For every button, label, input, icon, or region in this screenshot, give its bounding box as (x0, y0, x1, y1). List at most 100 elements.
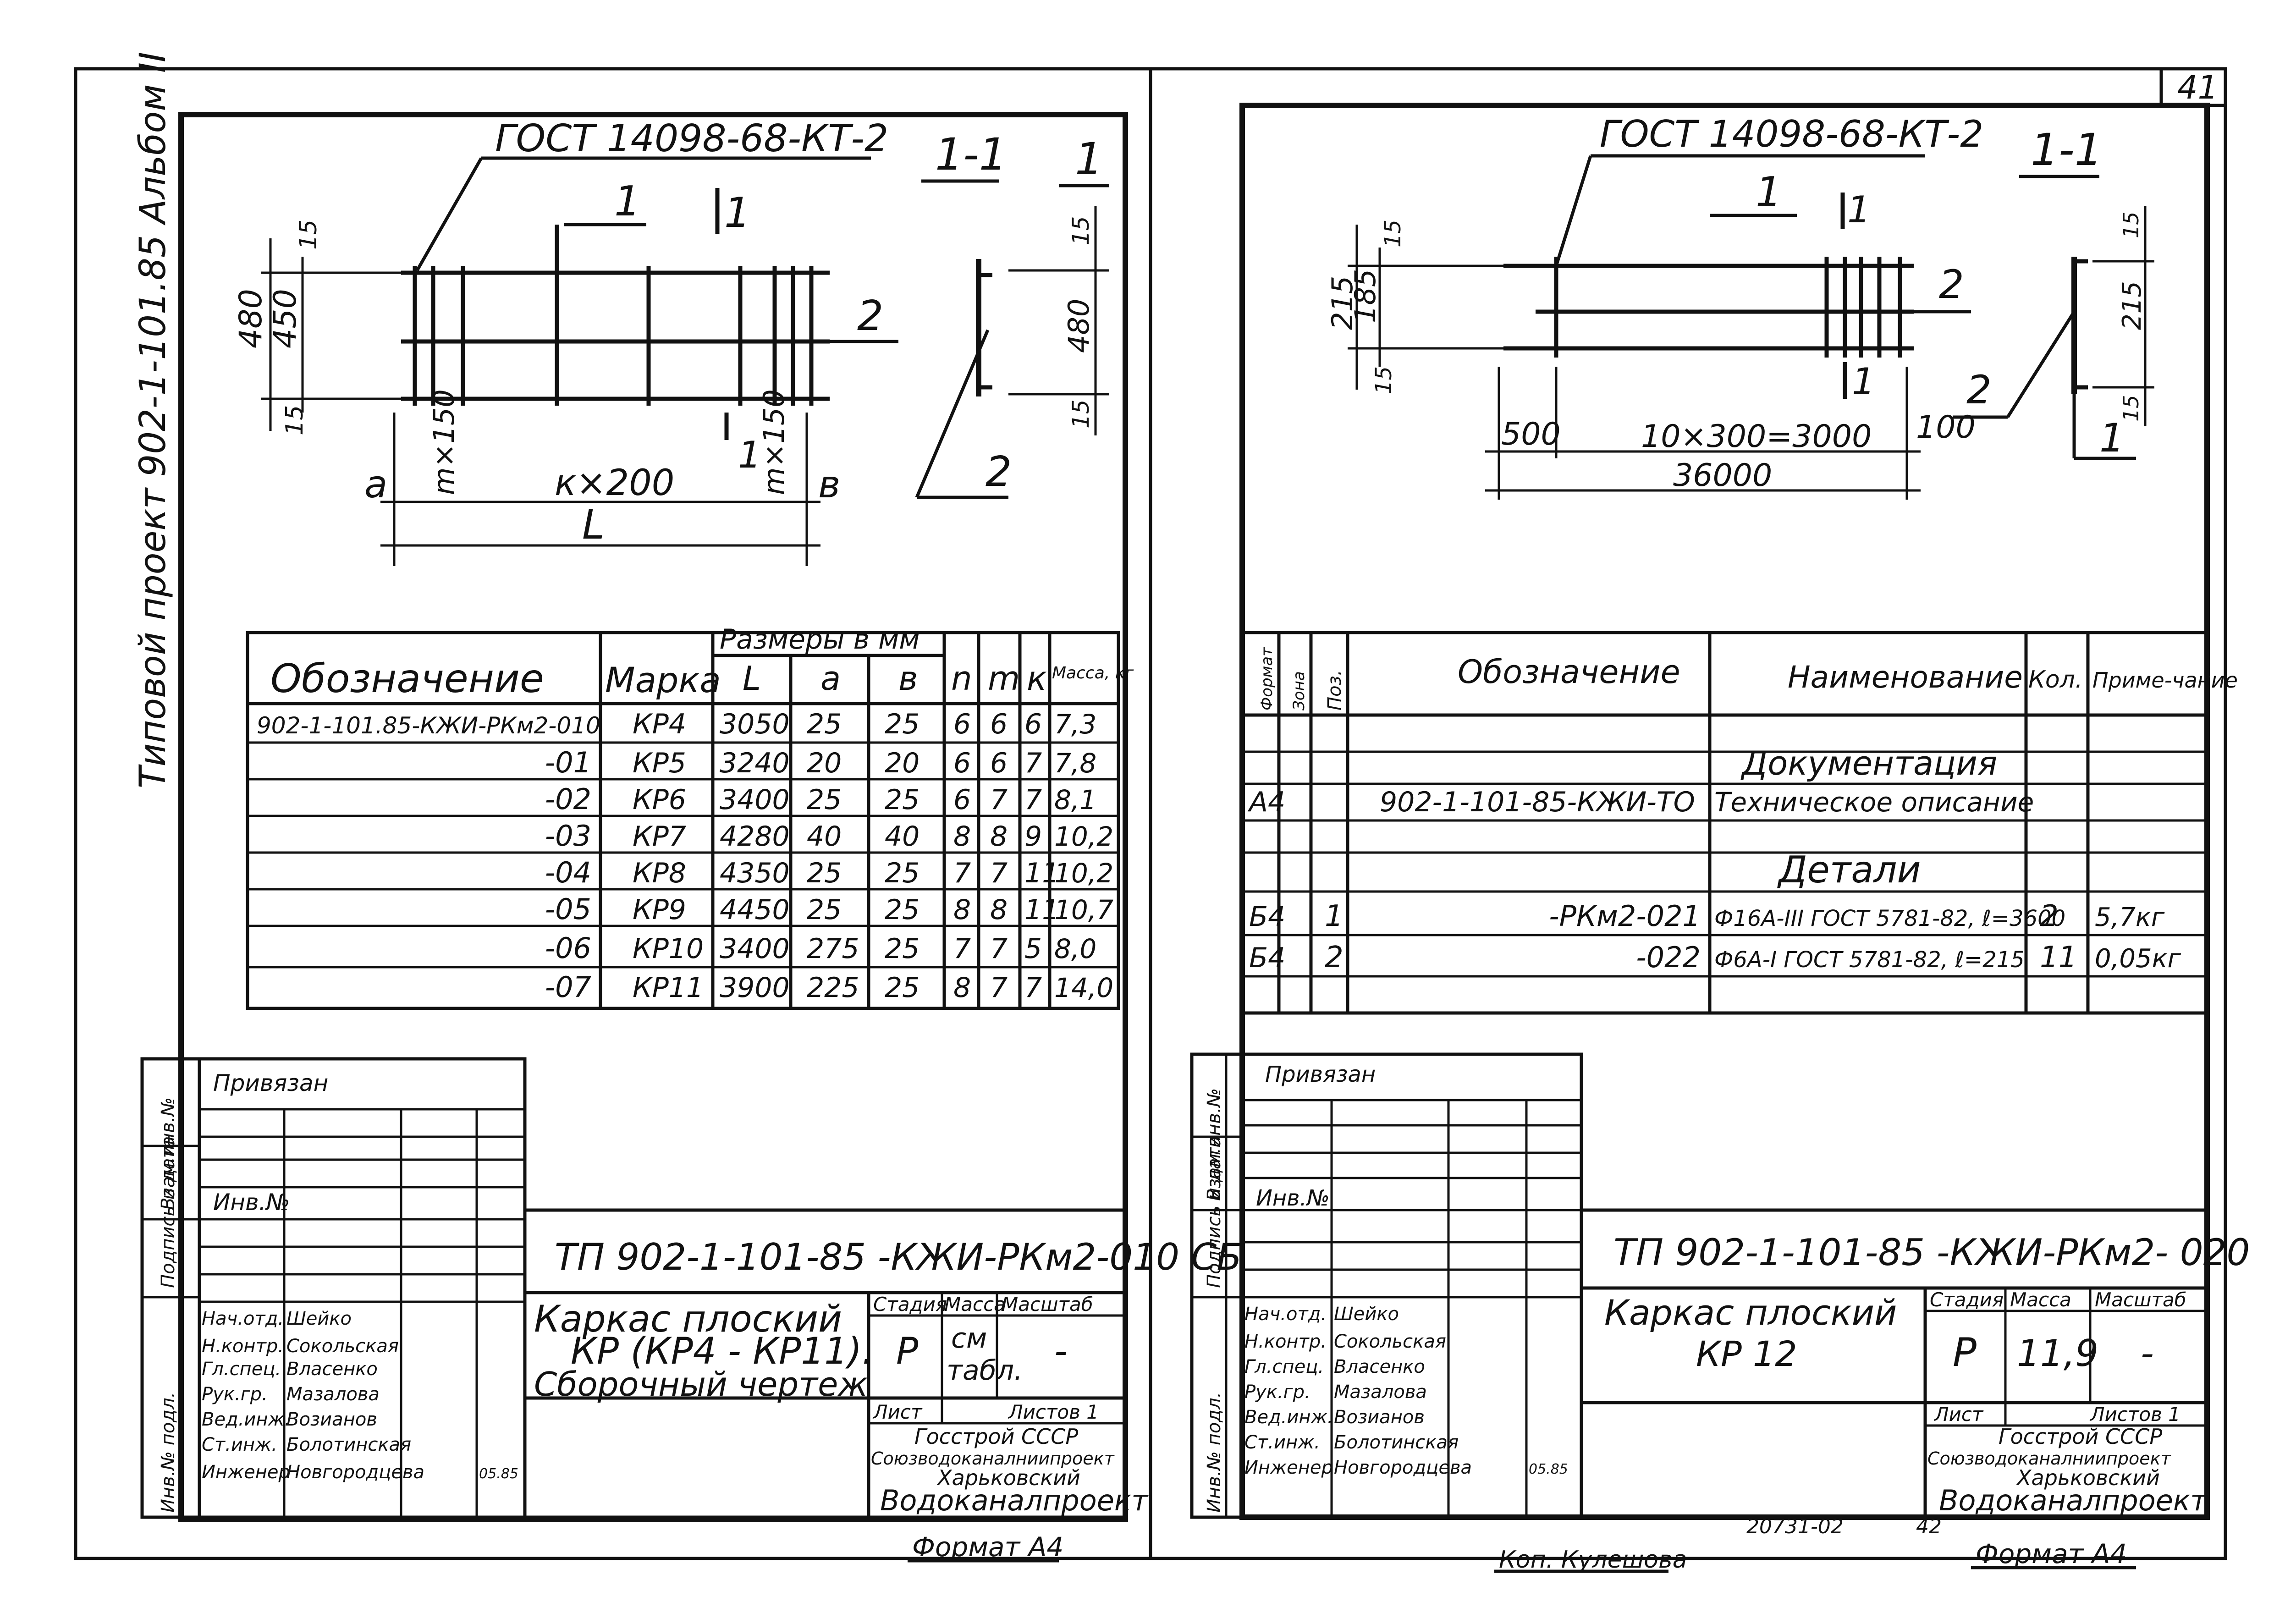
left-row-a: 20 (807, 747, 842, 779)
right-side-label-3: Взам.инв.№ (1204, 1088, 1225, 1201)
left-person-role: Нач.отд. (202, 1308, 284, 1329)
right-row-name: Ф6А-I ГОСТ 5781-82, ℓ=215 (1714, 947, 2025, 973)
left-row-a: 25 (807, 894, 842, 926)
right-row-pos: 1 (1325, 899, 1343, 933)
right-section-15-bot: 15 (2119, 395, 2143, 422)
left-person-role: Вед.инж. (202, 1409, 290, 1430)
right-person-name: Болотинская (1334, 1432, 1459, 1453)
right-dim-15-top: 15 (1380, 220, 1406, 248)
right-mass: 11,9 (2017, 1332, 2098, 1375)
left-section-pos-2: 2 (986, 448, 1012, 496)
left-table-head-b: в (898, 659, 918, 698)
right-sheet-label: Лист (1933, 1403, 1984, 1426)
right-h-stage: Стадия (1930, 1288, 2004, 1311)
left-row-m: 7 (990, 857, 1008, 889)
left-row-mass: 10,2 (1054, 821, 1113, 852)
right-org-4: Водоканалпроект (1939, 1484, 2208, 1517)
right-person-role: Инженер (1244, 1457, 1333, 1478)
right-dim-215: 215 (1326, 276, 1359, 330)
right-stamp-date: 05.85 (1529, 1461, 1568, 1477)
left-row-a: 25 (807, 708, 842, 740)
left-section-pos-1: 1 (1075, 133, 1103, 185)
left-row-b: 25 (885, 933, 920, 965)
left-row-mark: КР11 (633, 972, 704, 1004)
left-person-role: Н.контр. (202, 1336, 284, 1357)
left-title-block: ТП 902-1-101-85 -КЖИ-РКм2-010 СБ Каркас … (523, 1208, 1242, 1519)
right-title-block: ТП 902-1-101-85 -КЖИ-РКм2- 020 Каркас пл… (1580, 1208, 2250, 1519)
right-dim-500: 500 (1501, 416, 1561, 452)
right-title-line-2: КР 12 (1696, 1333, 1797, 1374)
right-org-3: Харьковский (2016, 1465, 2160, 1490)
left-gost-label: ГОСТ 14098-68-КТ-2 (495, 117, 888, 160)
left-person-name: Власенко (286, 1359, 378, 1380)
right-section-parts: Детали (1777, 848, 1921, 891)
right-row-format: Б4 (1249, 942, 1285, 974)
right-cross-bars (1554, 257, 1902, 358)
left-pos-2-label: 2 (857, 292, 883, 340)
right-spec-table: Формат Зона Поз. Обозначение Наименовани… (1240, 631, 2238, 1015)
right-gost-label: ГОСТ 14098-68-КТ-2 (1600, 113, 1983, 155)
right-stamp-people: Нач.отд.ШейкоН.контр.СокольскаяГл.спец.В… (1244, 1304, 1568, 1478)
right-person-name: Новгородцева (1334, 1457, 1472, 1478)
left-table-head-L: L (743, 659, 761, 698)
left-inner-frame (178, 112, 1128, 1522)
left-row-m: 6 (990, 708, 1008, 740)
right-inv-no: Инв.№ (1256, 1185, 1330, 1211)
left-person-name: Шейко (286, 1308, 352, 1329)
left-row-mass: 7,8 (1054, 748, 1096, 779)
left-cross-bars (413, 225, 814, 406)
left-row-k: 5 (1024, 933, 1042, 965)
right-gost-leader (1554, 155, 1592, 267)
left-person-name: Новгородцева (286, 1462, 424, 1483)
right-pos-2-label: 2 (1939, 262, 1964, 308)
left-row-n: 7 (953, 933, 971, 965)
left-dim-b: в (818, 463, 840, 506)
right-section-docs: Документация (1740, 744, 1997, 782)
left-table-head-m: m (988, 659, 1020, 698)
left-row-n: 6 (953, 747, 971, 779)
left-dim-m150: m×150 (427, 389, 461, 495)
left-row-L: 4280 (720, 820, 790, 853)
right-row-qty: 2 (2040, 899, 2059, 933)
left-row-k: 7 (1024, 784, 1042, 816)
left-row-mass: 7,3 (1054, 709, 1096, 740)
left-row-n: 6 (953, 708, 971, 740)
left-row-designation: -02 (545, 782, 591, 816)
left-table-head-mark: Марка (605, 660, 721, 700)
right-person-name: Мазалова (1334, 1382, 1427, 1403)
left-row-m: 6 (990, 747, 1008, 779)
right-person-name: Шейко (1334, 1304, 1399, 1325)
page-number: 41 (2177, 69, 2218, 106)
left-scale: - (1054, 1330, 1068, 1372)
left-row-a: 25 (807, 857, 842, 889)
left-stamp-date: 05.85 (479, 1466, 518, 1482)
right-privyazan: Привязан (1265, 1062, 1376, 1087)
left-side-label-3: Взам.инв.№ (158, 1097, 179, 1210)
left-row-designation: -03 (545, 819, 591, 853)
left-org-2: Союзводоканалниипроект (871, 1448, 1115, 1469)
left-doc-code: ТП 902-1-101-85 -КЖИ-РКм2-010 СБ (555, 1236, 1242, 1278)
right-person-name: Возианов (1334, 1407, 1425, 1428)
left-row-m: 8 (990, 820, 1008, 853)
left-person-name: Сокольская (286, 1336, 399, 1357)
right-dim-36000: 36000 (1673, 457, 1772, 494)
right-cut-mark-top: 1 (1756, 168, 1782, 216)
left-person-name: Возианов (286, 1409, 377, 1430)
left-section-15-bot: 15 (1068, 399, 1094, 429)
left-row-k: 6 (1024, 708, 1042, 740)
left-person-role: Инженер (202, 1462, 290, 1483)
right-doc-format: А4 (1247, 786, 1285, 818)
left-row-n: 8 (953, 972, 971, 1004)
left-title-line-2: КР (КР4 - КР11). (571, 1330, 874, 1372)
right-head-pos: Поз. (1324, 670, 1345, 710)
right-section-215: 215 (2117, 281, 2147, 330)
left-row-mark: КР5 (633, 747, 686, 779)
left-table-head-a: а (820, 659, 841, 698)
left-row-mass: 14,0 (1054, 972, 1113, 1003)
left-dim-15-bot: 15 (281, 405, 308, 435)
left-row-m: 7 (990, 972, 1008, 1004)
left-dim-450: 450 (267, 289, 303, 348)
left-row-mark: КР4 (633, 708, 686, 740)
right-outer-frame (1149, 67, 2227, 1560)
